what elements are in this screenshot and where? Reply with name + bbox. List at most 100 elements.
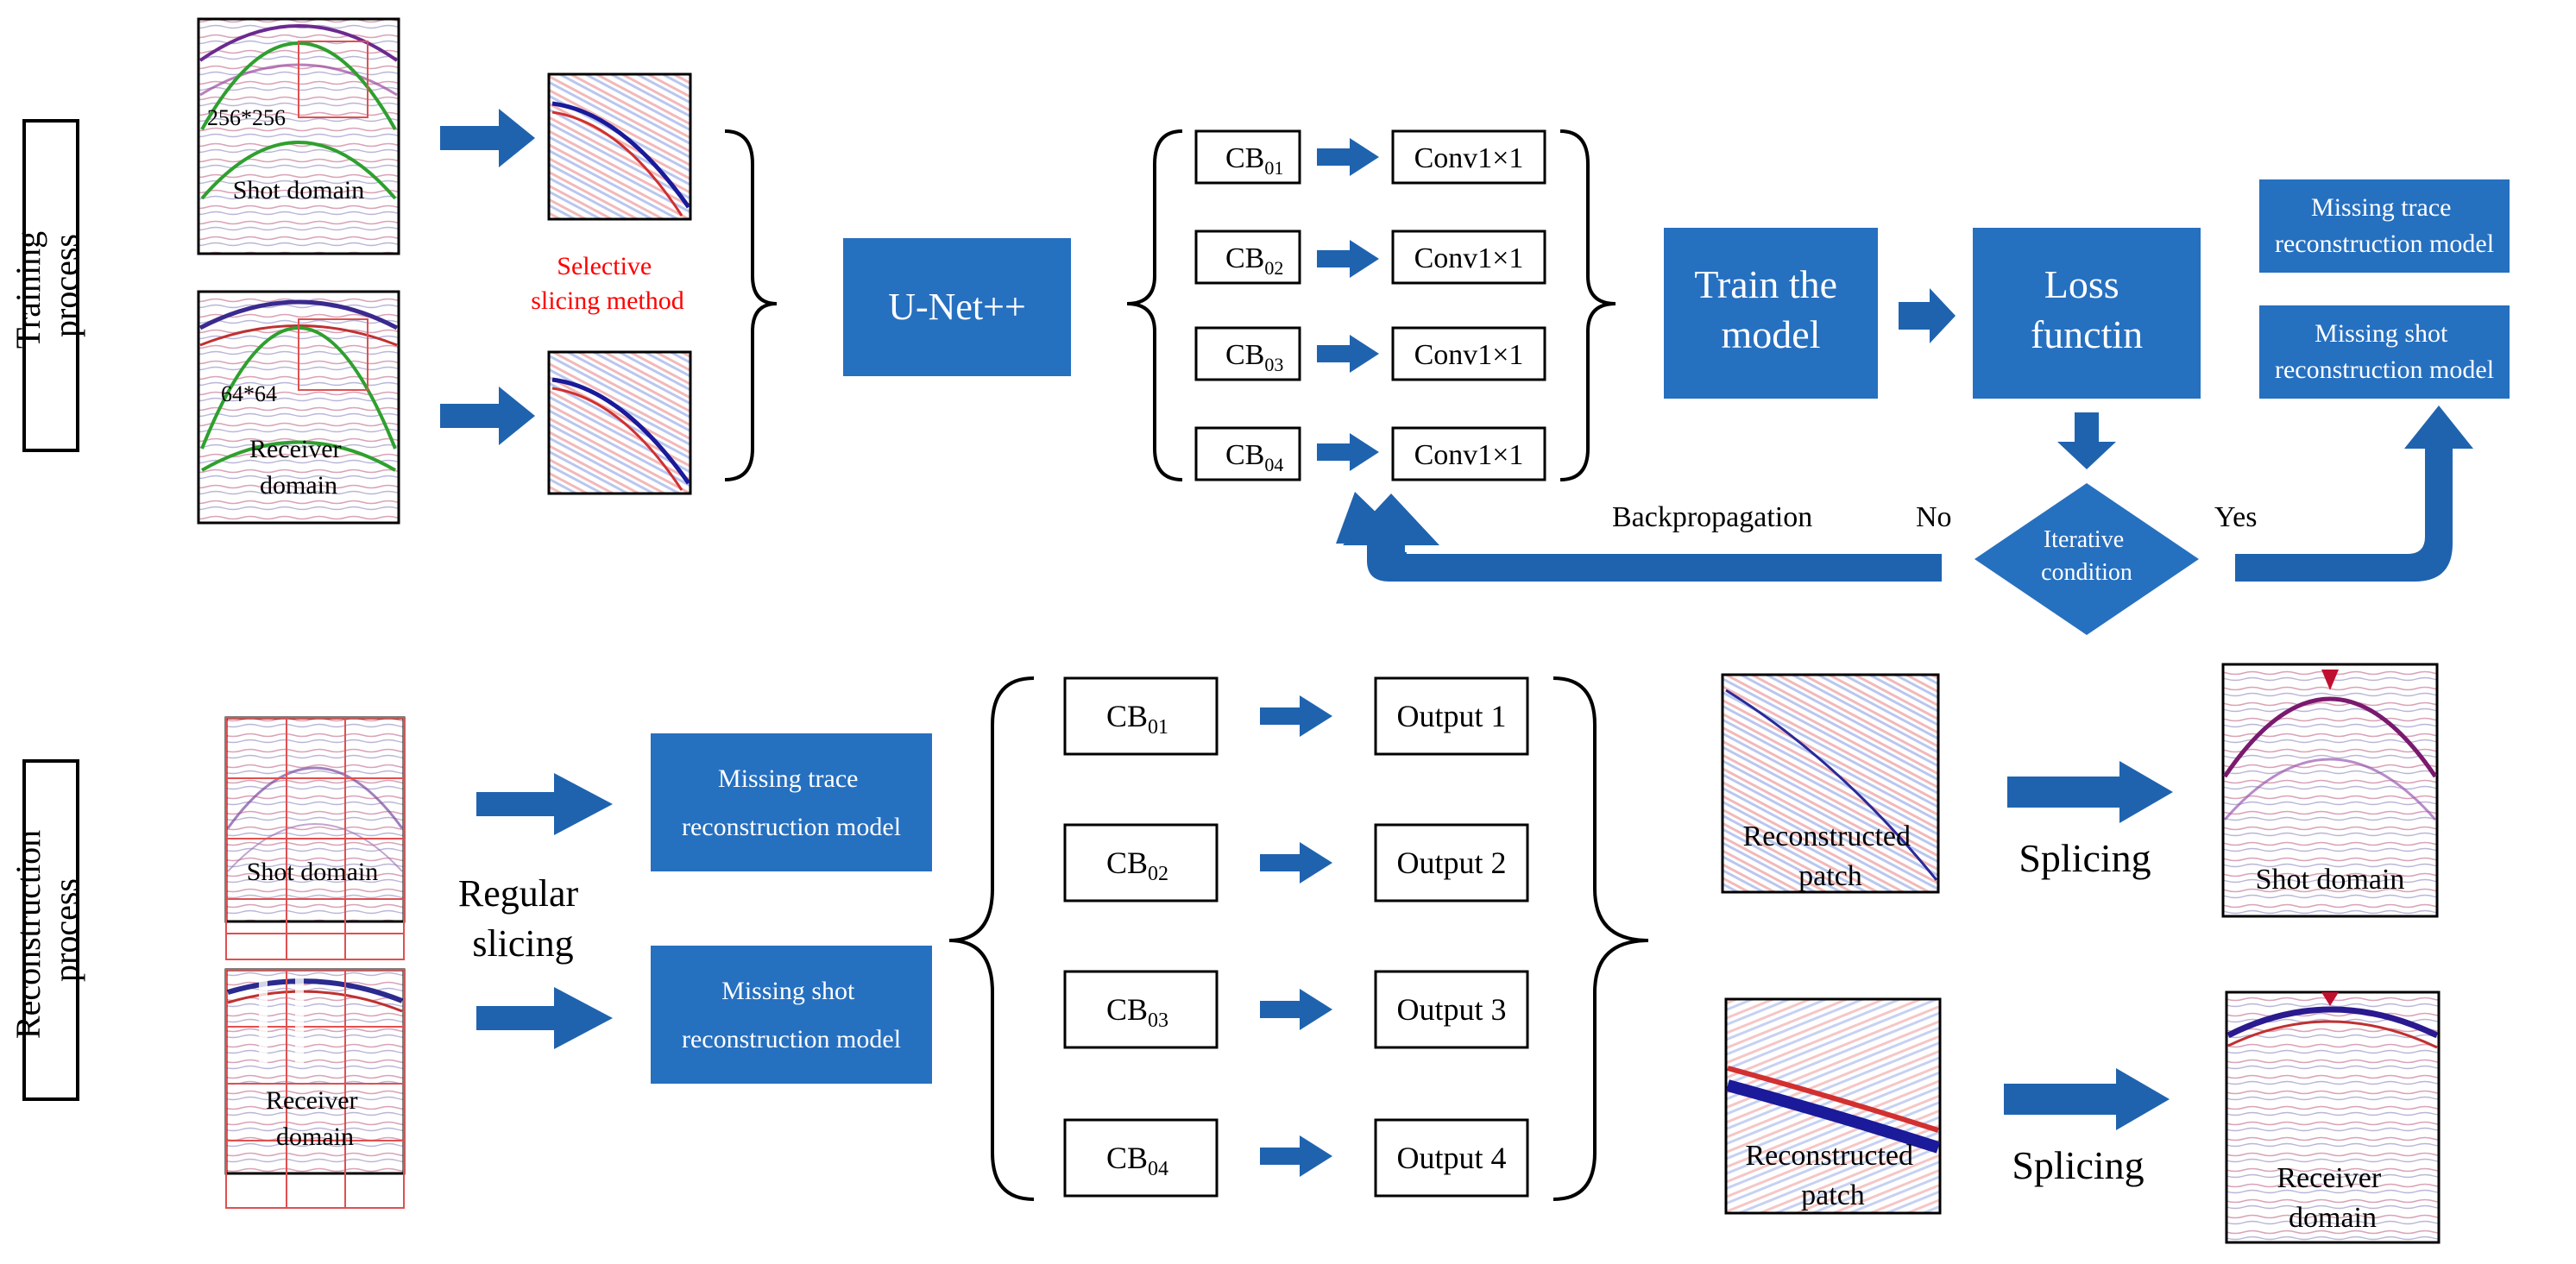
svg-text:CB01: CB01: [1106, 699, 1168, 739]
reconstructed-patch-top: Reconstructed patch: [1721, 673, 1940, 894]
arrow-icon: [1260, 695, 1332, 737]
brace-icon: [1559, 129, 1616, 481]
training-receiver-domain-panel: 64*64 Receiver domain: [197, 290, 400, 525]
recon-row-3: CB03 Output 3: [1063, 970, 1529, 1049]
arrow-icon: [1317, 335, 1379, 373]
svg-text:Iterative condition: Iterative condition: [2041, 526, 2132, 586]
reconstruction-label-line2: process: [47, 878, 85, 982]
training-shot-domain-panel: 256*256 Shot domain: [197, 17, 400, 255]
svg-text:Output 4: Output 4: [1396, 1141, 1506, 1175]
train-model-box: Train the model: [1664, 228, 1878, 399]
arrow-icon: [1899, 288, 1956, 343]
arrow-icon: [1260, 989, 1332, 1030]
arrow-icon: [440, 109, 535, 167]
recon-row-2: CB02 Output 2: [1063, 823, 1529, 902]
selective-slicing-label: Selective slicing method: [531, 252, 683, 315]
svg-text:Conv1×1: Conv1×1: [1414, 142, 1524, 174]
arrow-icon: [1317, 138, 1379, 176]
svg-text:CB04: CB04: [1225, 439, 1283, 475]
splicing-label-2: Splicing: [2012, 1143, 2144, 1187]
trained-model-shot: Missing shot reconstruction model: [2259, 305, 2510, 399]
svg-text:Missing trace reconstruc: Missing trace reconstruction model: [682, 764, 901, 841]
no-label: No: [1916, 501, 1952, 533]
receiver-size-label: 64*64: [221, 381, 277, 406]
training-process-label: Training process: [9, 119, 85, 452]
yes-label: Yes: [2214, 501, 2257, 533]
brace-icon: [724, 129, 778, 481]
final-shot-domain-panel: Shot domain: [2221, 663, 2439, 918]
svg-text:Train the model: Train the model: [1694, 262, 1847, 356]
cb-row-02: CB02 Conv1×1: [1194, 230, 1546, 285]
brace-icon: [1126, 129, 1183, 481]
arrow-icon: [476, 987, 613, 1049]
selective-label-line1: Selective: [557, 252, 652, 280]
reconstruction-label-line1: Reconstruction: [9, 830, 47, 1039]
training-label-line2: process: [47, 234, 85, 337]
svg-text:Reconstructed patch: Reconstructed patch: [1746, 1140, 1921, 1211]
svg-text:Receiver domain: Receiver domain: [249, 435, 348, 500]
svg-text:Output 3: Output 3: [1396, 992, 1506, 1027]
training-label-line1: Training: [9, 231, 47, 349]
svg-text:Receiver domain: Receiver domain: [2277, 1162, 2388, 1234]
svg-text:Receiver domain: Receiver domain: [266, 1086, 364, 1151]
backprop-label: Backpropagation: [1612, 501, 1812, 533]
arrow-icon: [1317, 433, 1379, 471]
svg-text:Conv1×1: Conv1×1: [1414, 242, 1524, 274]
final-receiver-domain-panel: Receiver domain: [2225, 990, 2441, 1244]
svg-text:Reconstruction process: Reconstruction process: [9, 821, 85, 1039]
cb-row-03: CB03 Conv1×1: [1194, 326, 1546, 381]
unet-box: U-Net++: [843, 238, 1071, 376]
arrow-icon: [2004, 1068, 2170, 1130]
svg-text:Conv1×1: Conv1×1: [1414, 439, 1524, 471]
selective-label-line2: slicing method: [531, 286, 683, 315]
recon-row-1: CB01 Output 1: [1063, 676, 1529, 756]
recon-row-4: CB04 Output 4: [1063, 1118, 1529, 1198]
iterative-condition-diamond: Iterative condition: [1975, 483, 2199, 635]
training-receiver-label-line1: Receiver: [249, 435, 342, 463]
cb-row-04: CB04 Conv1×1: [1194, 426, 1546, 481]
svg-text:CB02: CB02: [1225, 242, 1283, 279]
training-cb-rows: CB01 Conv1×1 CB02 Conv1×1 CB03 Conv1×1 C…: [1194, 129, 1546, 481]
final-shot-label: Shot domain: [2256, 864, 2405, 896]
yes-arrow: [2235, 406, 2473, 582]
unet-label: U-Net++: [888, 286, 1026, 328]
svg-text:Reconstructed patch: Reconstructed patch: [1743, 821, 1918, 892]
reconstructed-patch-bottom: Reconstructed patch: [1724, 997, 1942, 1215]
reconstruction-process-label: Reconstruction process: [9, 759, 85, 1101]
regular-slicing-label: Regular slicing: [458, 872, 588, 965]
svg-text:Output 2: Output 2: [1396, 846, 1506, 880]
recon-shot-domain-panel: Shot domain: [224, 716, 406, 960]
recon-shot-label: Shot domain: [247, 858, 379, 886]
svg-text:Missing trace reconstruc: Missing trace reconstruction model: [2275, 193, 2494, 258]
arrow-icon: [1260, 842, 1332, 884]
svg-text:CB04: CB04: [1106, 1141, 1168, 1180]
svg-text:Missing shot reconstruct: Missing shot reconstruction model: [682, 977, 901, 1053]
svg-text:CB03: CB03: [1106, 992, 1168, 1032]
loss-function-box: Loss functin: [1973, 228, 2201, 399]
recon-model-trace: Missing trace reconstruction model: [651, 733, 932, 871]
svg-text:CB02: CB02: [1106, 846, 1168, 885]
backpropagation-arrow: [1336, 492, 1942, 582]
svg-text:Missing shot reconstruct: Missing shot reconstruction model: [2275, 319, 2494, 384]
arrow-icon: [440, 387, 535, 445]
cb-row-01: CB01 Conv1×1: [1194, 129, 1546, 185]
svg-text:Loss functin: Loss functin: [2031, 262, 2143, 356]
arrow-icon: [2007, 761, 2173, 823]
svg-text:Output 1: Output 1: [1396, 699, 1506, 733]
selected-slice-top: [547, 72, 692, 221]
svg-text:Training process: Training process: [9, 223, 85, 349]
recon-cb-rows: CB01 Output 1 CB02 Output 2 CB03 Output …: [1063, 676, 1529, 1198]
arrow-icon: [1317, 240, 1379, 278]
arrow-icon: [476, 773, 613, 835]
recon-receiver-domain-panel: Receiver domain: [224, 968, 406, 1209]
selected-slice-bottom: [547, 350, 692, 495]
training-shot-domain-label: Shot domain: [233, 176, 365, 204]
arrow-icon: [2057, 412, 2116, 469]
brace-icon: [1553, 676, 1649, 1201]
arrow-icon: [1260, 1135, 1332, 1177]
shot-size-label: 256*256: [207, 105, 286, 130]
training-receiver-label-line2: domain: [260, 471, 337, 500]
svg-text:CB01: CB01: [1225, 142, 1283, 179]
trained-model-trace: Missing trace reconstruction model: [2259, 179, 2510, 273]
